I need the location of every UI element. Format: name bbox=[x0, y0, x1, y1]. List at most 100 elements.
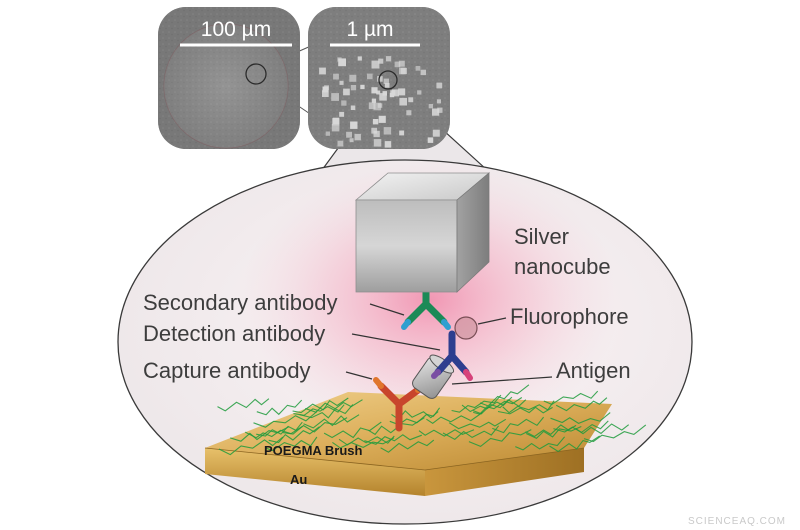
brush-chain bbox=[323, 421, 382, 439]
leader-antigen bbox=[451, 376, 553, 385]
label-detection-antibody: Detection antibody bbox=[143, 321, 325, 346]
brush-chain bbox=[338, 435, 395, 446]
brush-chain bbox=[442, 425, 500, 440]
plasmonic-glow bbox=[240, 160, 620, 440]
nanocube-particle bbox=[432, 129, 440, 137]
brush-chain bbox=[515, 436, 566, 451]
nanocube-particle bbox=[399, 67, 406, 75]
nanocube-particle bbox=[373, 139, 382, 147]
brush-chain bbox=[468, 429, 532, 448]
nanocube-particle bbox=[337, 57, 342, 62]
nanocube-particle bbox=[368, 102, 376, 110]
micrograph-left: 100 µm bbox=[158, 7, 300, 149]
nanocube-particle bbox=[350, 105, 356, 110]
nanocube-particle bbox=[378, 58, 384, 64]
nanocube-particle bbox=[332, 117, 340, 125]
label-poegma-brush: POEGMA Brush bbox=[264, 443, 363, 458]
brush-chain bbox=[451, 394, 502, 413]
nanocube-particle bbox=[349, 74, 357, 82]
label-secondary-antibody: Secondary antibody bbox=[143, 290, 337, 315]
nanocube-particle bbox=[371, 98, 377, 103]
nanocube-particle bbox=[415, 66, 421, 71]
micrograph-right: 1 µm bbox=[308, 7, 450, 149]
nanocube-particle bbox=[343, 88, 350, 96]
nanocube-particle bbox=[417, 90, 422, 95]
brush-chain bbox=[555, 397, 608, 412]
nanocube-particle bbox=[379, 93, 387, 101]
brush-chain bbox=[299, 404, 354, 419]
brush-chain bbox=[426, 412, 483, 424]
brush-chain bbox=[253, 411, 318, 428]
nanocube-particle bbox=[325, 131, 330, 136]
label-silver: Silver bbox=[514, 224, 569, 249]
nanocube-particle bbox=[346, 131, 352, 138]
label-antigen: Antigen bbox=[556, 358, 631, 383]
scale-label-right: 1 µm bbox=[346, 18, 393, 41]
nanocube-particle bbox=[322, 86, 329, 93]
nanocube-particle bbox=[371, 60, 380, 69]
nanocube-particle bbox=[398, 88, 406, 96]
nanocube-particle bbox=[384, 141, 392, 148]
nanocube-particle bbox=[399, 97, 407, 106]
brush-chain bbox=[497, 406, 553, 415]
nanocube-particle bbox=[338, 58, 346, 67]
nanocube-particle bbox=[341, 100, 347, 106]
nanocube-particle bbox=[339, 111, 345, 117]
brush-chain bbox=[282, 417, 348, 435]
brush-chain bbox=[479, 384, 530, 407]
nanocube-particle bbox=[428, 104, 433, 109]
nanocube-particle bbox=[406, 110, 412, 116]
nanocube-particle bbox=[399, 130, 405, 136]
nanocube-particle bbox=[385, 56, 392, 62]
nanocube-particles bbox=[319, 56, 443, 148]
brush-chain bbox=[217, 398, 270, 412]
nanocube-particle bbox=[371, 87, 378, 94]
nanocube-particle bbox=[350, 121, 358, 129]
nanocube-particle bbox=[383, 78, 389, 84]
label-au: Au bbox=[290, 472, 307, 487]
watermark: SCIENCEAQ.COM bbox=[688, 516, 786, 527]
brush-chain bbox=[218, 436, 284, 456]
nanocube-particle bbox=[322, 90, 329, 97]
brush-chain bbox=[256, 399, 303, 416]
leader-capture-antibody bbox=[345, 371, 373, 380]
brush-chain bbox=[332, 437, 395, 449]
nanocube-particle bbox=[373, 130, 380, 138]
brush-chain bbox=[380, 439, 435, 453]
leader-detection-antibody bbox=[351, 333, 441, 351]
nanocube-particle bbox=[378, 115, 386, 123]
nanocube-particle bbox=[383, 127, 392, 135]
brush-chain bbox=[448, 418, 507, 430]
nanocube-particle bbox=[420, 69, 426, 76]
nanocube-particle bbox=[376, 90, 381, 95]
scale-label-left: 100 µm bbox=[201, 18, 271, 41]
brush-chain bbox=[492, 416, 545, 434]
nanocube-particle bbox=[436, 99, 441, 104]
nanocube-particle bbox=[331, 93, 339, 101]
brush-chain bbox=[292, 397, 349, 414]
nanocube-particle bbox=[384, 83, 390, 88]
nanocube-particle bbox=[337, 140, 344, 147]
nanocube-particle bbox=[394, 61, 401, 68]
brush-chain bbox=[303, 414, 360, 429]
nanocube-particle bbox=[432, 108, 440, 116]
nanocube-particle bbox=[373, 102, 382, 111]
micrograph-zoom-circle bbox=[245, 63, 267, 85]
detection-antibody bbox=[431, 330, 473, 381]
nanocube-particle bbox=[354, 133, 361, 141]
nanocube-particle bbox=[331, 123, 340, 132]
nanocube-particle bbox=[349, 138, 354, 143]
nanocube-particle bbox=[357, 56, 362, 61]
nanocube-particle bbox=[427, 137, 434, 143]
brush-chain bbox=[418, 429, 475, 437]
nanocube-particle bbox=[333, 73, 339, 80]
leader-fluorophore bbox=[477, 317, 507, 325]
nanocube-particle bbox=[350, 85, 357, 91]
brush-chain bbox=[550, 412, 611, 425]
nanocube-particle bbox=[377, 76, 383, 82]
nanocube-particle bbox=[371, 127, 378, 134]
nanocube-particle bbox=[437, 107, 443, 113]
label-capture-antibody: Capture antibody bbox=[143, 358, 311, 383]
silver-nanocube bbox=[354, 172, 491, 293]
